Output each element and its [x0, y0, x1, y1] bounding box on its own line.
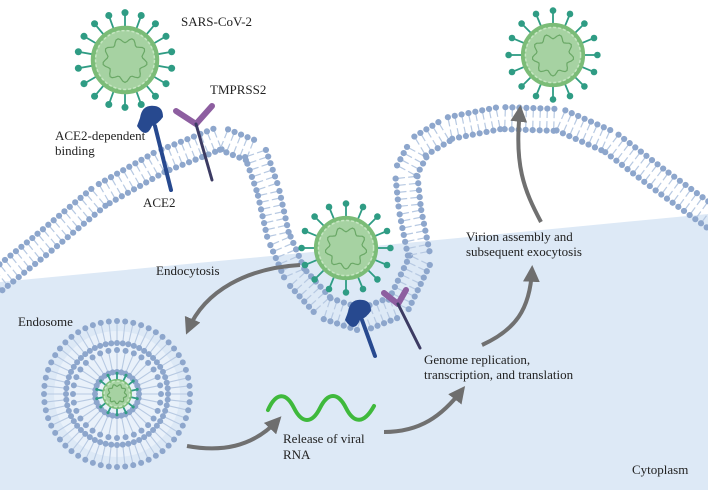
label-endosome: Endosome [18, 314, 73, 329]
label-ace2-binding-line2: binding [55, 143, 95, 158]
endosome-vesicle [41, 318, 193, 470]
arrow-to-virion-assembly [481, 264, 540, 347]
tmprss2-protein-pit [381, 287, 422, 350]
label-ace2: ACE2 [143, 195, 176, 210]
arrow-rna-release [186, 416, 282, 451]
viral-rna-strand [266, 394, 376, 422]
ace2-receptor-pit [345, 299, 377, 358]
arrow-endocytosis [184, 263, 301, 335]
ace2-receptor-surface [137, 105, 173, 192]
virus-particle-exocytosed [505, 7, 601, 103]
label-sars-cov-2: SARS-CoV-2 [181, 14, 253, 29]
label-release-rna-line1: Release of viral [283, 431, 365, 446]
label-tmprss2: TMPRSS2 [210, 82, 267, 97]
label-release-rna-line2: RNA [283, 447, 311, 462]
label-virion-assembly-line1: Virion assembly and [466, 229, 573, 244]
plasma-membrane [0, 104, 708, 334]
arrow-to-genome-replication [383, 386, 466, 434]
label-genome-replication-line1: Genome replication, [424, 352, 531, 367]
label-genome-replication-line2: transcription, and translation [424, 367, 574, 382]
arrow-exocytosis [510, 104, 543, 223]
tmprss2-protein-surface [173, 103, 215, 182]
label-cytoplasm: Cytoplasm [632, 462, 689, 477]
label-ace2-binding-line1: ACE2-dependent [55, 128, 146, 143]
virus-particle-endocytosing [298, 200, 394, 296]
label-virion-assembly-line2: subsequent exocytosis [466, 244, 582, 259]
label-endocytosis: Endocytosis [156, 263, 220, 278]
virus-particle-extracellular [74, 9, 176, 111]
